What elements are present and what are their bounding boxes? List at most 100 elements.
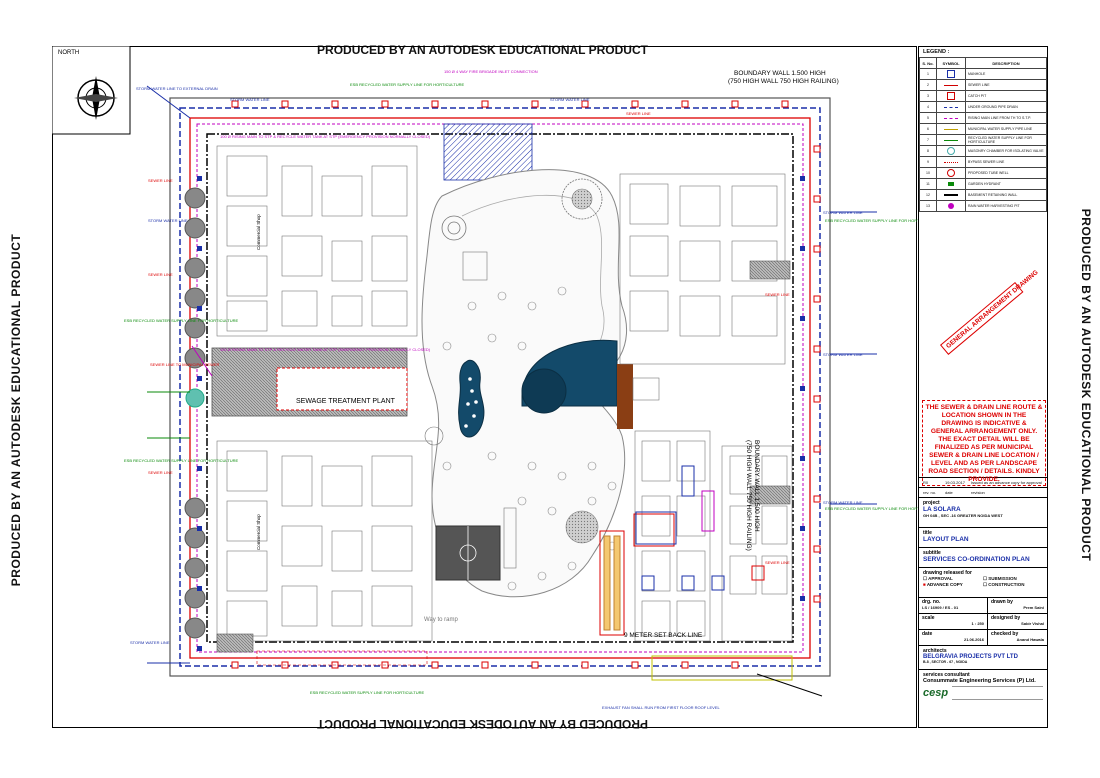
legend-desc: UNDER GROUND PIPE DRAIN	[965, 101, 1047, 113]
drawing-subtitle: SERVICES CO-ORDINATION PLAN	[923, 556, 1030, 563]
revision-block: R0 19.03.2017 Issued as an advance copy …	[919, 477, 1047, 709]
legend-no: 13	[919, 200, 937, 212]
outer-boundary	[169, 97, 831, 677]
hatched-zone-top	[443, 123, 533, 181]
rev-no: R0	[923, 480, 929, 485]
rising-main-label-2: 100 Ø RISING MAIN TO STP & RECYCLE WATER…	[220, 347, 431, 352]
drawing-frame	[52, 46, 917, 728]
released-label: drawing released for	[923, 570, 972, 576]
date-label: date	[922, 631, 933, 637]
tower-block-right	[619, 173, 793, 642]
subtitle-row: subtitle SERVICES CO-ORDINATION PLAN	[919, 547, 1047, 567]
right-watermark: PRODUCED BY AN AUTODESK EDUCATIONAL PROD…	[1079, 208, 1093, 562]
drg-label: drg. no.	[922, 599, 941, 605]
legend-no: 5	[919, 112, 937, 124]
title-label: title	[923, 530, 932, 536]
consultant-logo: cesp	[923, 687, 949, 699]
sewer-line-label-5: SEWER LINE	[765, 560, 790, 565]
legend-no: 3	[919, 90, 937, 102]
recycle-line-label-4: ESB RECYCLED WATER SUPPLY LINE FOR HORTI…	[825, 218, 940, 223]
storm-line-label-5: STORM WATER LINE	[823, 352, 863, 357]
legend-desc: GARDEN HYDRANT	[965, 178, 1047, 190]
storm-line-label-6: STORM WATER LINE	[823, 500, 863, 505]
rev-text: Issued as an advance copy for approval	[971, 480, 1042, 485]
legend-symbol	[936, 189, 966, 201]
subtitle-label: subtitle	[923, 550, 941, 556]
disclaimer-note: THE SEWER & DRAIN LINE ROUTE & LOCATION …	[922, 400, 1046, 486]
stp-label: SEWAGE TREATMENT PLANT	[296, 398, 395, 405]
storm-line-label-1: STORM WATER LINE TO EXTERNAL DRAIN	[136, 86, 218, 91]
legend-symbol	[936, 101, 966, 113]
sewer-to-mcd-label: SEWER LINE TO MUNICIPAL SEWER	[150, 362, 220, 367]
set-back-line-label: 9 METER SET BACK LINE	[624, 632, 703, 639]
release-advance-copy[interactable]: ■ ADVANCE COPY	[923, 582, 963, 587]
legend-symbol	[936, 156, 966, 168]
legend-desc: MUNICIPAL WATER SUPPLY PIPE LINE	[965, 123, 1047, 135]
storm-chambers	[197, 176, 805, 651]
stp-box	[276, 367, 408, 411]
architects-sub: B-8 , SECTOR - 67 , NOIDA	[923, 660, 968, 664]
recycle-line-label-2: ESB RECYCLED WATER SUPPLY LINE FOR HORTI…	[124, 458, 239, 463]
bottom-strips	[216, 633, 428, 666]
commercial-shop-label-2: Commercial Shop	[256, 514, 261, 550]
rev-header-date: date	[945, 490, 953, 495]
legend-no: 8	[919, 145, 937, 157]
storm-line-label-4: STORM WATER LINE	[823, 210, 863, 215]
site-plan-drawing	[52, 46, 877, 697]
storm-water-perimeter	[179, 107, 821, 667]
released-row: drawing released for ☐ APPROVAL ☐ SUBMIS…	[919, 567, 1047, 597]
legend-desc: BASEMENT RETAINING WALL	[965, 189, 1047, 201]
release-approval[interactable]: ☐ APPROVAL	[923, 576, 953, 581]
release-construction[interactable]: ☐ CONSTRUCTION	[983, 582, 1025, 587]
sewer-line-label-1: SEWER LINE	[148, 178, 173, 183]
legend-symbol	[936, 90, 966, 102]
project-name: LA SOLARA	[923, 506, 961, 513]
scale-row: scale 1 : 250 designed by Sabir Vishal	[919, 613, 1047, 629]
legend-no: 4	[919, 101, 937, 113]
manholes	[231, 100, 821, 669]
legend-symbol	[936, 178, 966, 190]
designed-by: Sabir Vishal	[1021, 621, 1044, 626]
legend-header-no: S. No.	[919, 57, 937, 69]
sewer-line-label-2: SEWER LINE	[148, 272, 173, 277]
north-label: NORTH	[58, 50, 80, 56]
sewer-line-label-6: SEWER LINE	[626, 111, 651, 116]
drawn-label: drawn by	[991, 599, 1013, 605]
date-value: 21.06.2016	[963, 637, 984, 642]
tower-block-lower-left	[216, 440, 433, 642]
service-lines	[146, 85, 877, 697]
title-row: title LAYOUT PLAN	[919, 527, 1047, 547]
central-landscape	[421, 169, 660, 598]
release-submission[interactable]: ☐ SUBMISSION	[983, 576, 1017, 581]
revision-row: R0 19.03.2017 Issued as an advance copy …	[919, 477, 1047, 487]
legend-symbol	[936, 79, 966, 91]
fire-brigade-label: 150 Ø 4 WAY FIRE BRIGADE INLET CONNECTIO…	[444, 69, 538, 74]
legend-symbol	[936, 145, 966, 157]
project-sub: GH 04B , SEC -16 GREATER NOIDA WEST	[923, 513, 1003, 518]
legend-symbol	[936, 134, 966, 146]
left-watermark: PRODUCED BY AN AUTODESK EDUCATIONAL PROD…	[9, 233, 23, 587]
rev-header-no: rev. no.	[923, 490, 937, 495]
way-to-ramp-label: Way to ramp	[424, 617, 458, 623]
legend-no: 10	[919, 167, 937, 179]
revision-headers: rev. no. date revision	[919, 487, 1047, 497]
rwh-pits-left	[184, 187, 206, 639]
consultant-name: Consummate Engineering Services (P) Ltd.	[923, 678, 1036, 684]
legend-symbol	[936, 112, 966, 124]
boundary-wall-sublabel-top: (750 HIGH WALL 750 HIGH RAILING)	[728, 78, 839, 85]
checked-label: checked by	[991, 631, 1019, 637]
legend-desc: RECYCLED WATER SUPPLY LINE FOR HORTICULT…	[965, 134, 1047, 146]
architects-row: architects BELGRAVIA PROJECTS PVT LTD B-…	[919, 645, 1047, 669]
legend-no: 6	[919, 123, 937, 135]
commercial-shop-label-1: Commercial Shop	[256, 214, 261, 250]
scale-label: scale	[922, 615, 935, 621]
legend-header-symbol: SYMBOL	[936, 57, 966, 69]
